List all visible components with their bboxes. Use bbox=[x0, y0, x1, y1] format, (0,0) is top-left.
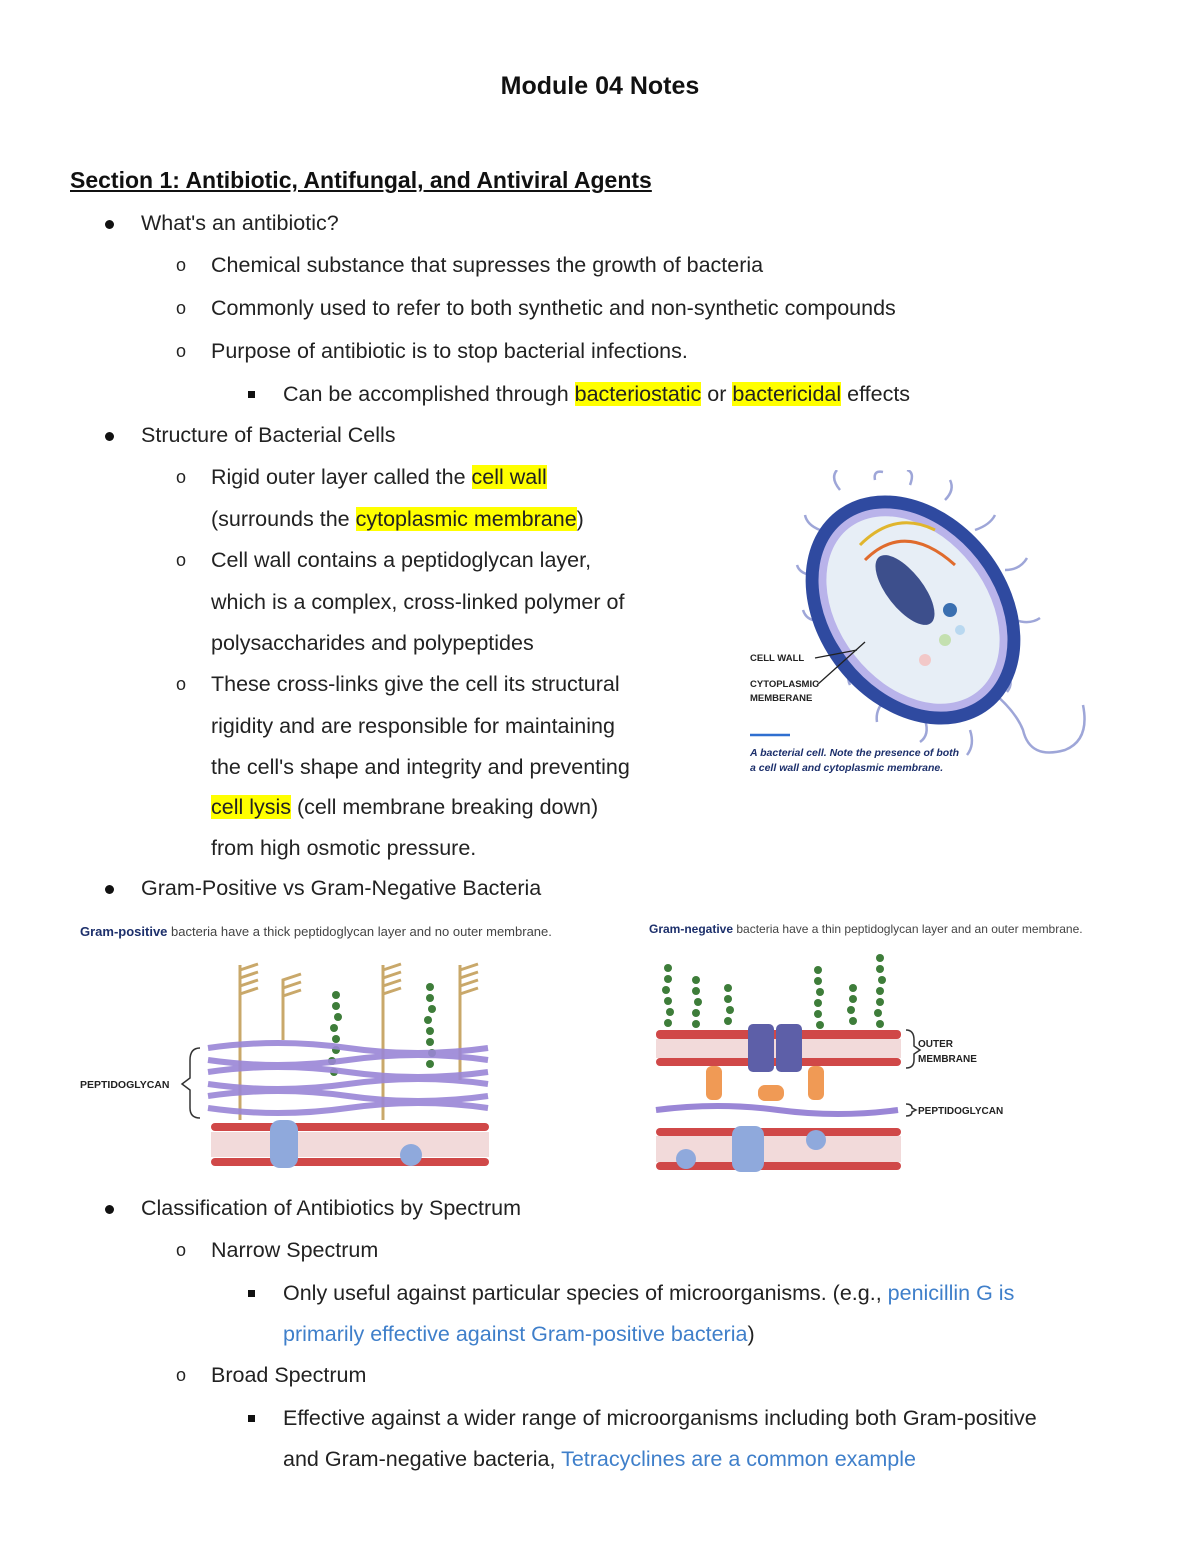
text-segment: ) bbox=[576, 507, 584, 531]
text-segment: and Gram-negative bacteria, bbox=[283, 1447, 562, 1471]
highlighted-term: cell wall bbox=[471, 465, 547, 489]
svg-text:Gram-positive bacteria have a: Gram-positive bacteria have a thick pept… bbox=[80, 924, 552, 939]
outer-membrane-label: MEMBRANE bbox=[918, 1054, 977, 1065]
figure-caption: bacteria have a thin peptidoglycan layer… bbox=[733, 922, 1083, 936]
sub-bullet-circle: o bbox=[176, 298, 187, 318]
list-item-continuation: the cell's shape and integrity and preve… bbox=[211, 755, 630, 779]
highlighted-term: cell lysis bbox=[211, 795, 292, 819]
square-bullet bbox=[248, 1415, 255, 1422]
sub-bullet-circle: o bbox=[176, 255, 187, 275]
list-item: Chemical substance that supresses the gr… bbox=[211, 253, 764, 277]
figure-caption: A bacterial cell. Note the presence of b… bbox=[749, 747, 959, 759]
figure-caption-bold: Gram-negative bbox=[649, 922, 733, 936]
list-item-continuation: primarily effective against Gram-positiv… bbox=[283, 1321, 755, 1347]
membrane-label: MEMBERANE bbox=[750, 693, 812, 704]
list-item: What's an antibiotic? bbox=[141, 211, 339, 235]
sub-bullet-circle: o bbox=[176, 1365, 187, 1385]
gram-positive-figure: Gram-positive bacteria have a thick pept… bbox=[80, 924, 552, 1168]
blue-text: primarily effective against Gram-positiv… bbox=[283, 1322, 748, 1346]
peptidoglycan-layer bbox=[207, 1040, 489, 1116]
list-item: These cross-links give the cell its stru… bbox=[211, 672, 620, 696]
sub-bullet-circle: o bbox=[176, 674, 187, 694]
text-segment: or bbox=[701, 382, 733, 406]
thin-peptidoglycan-layer bbox=[655, 1103, 899, 1117]
list-item: Rigid outer layer called the cell wall bbox=[211, 464, 547, 490]
text-segment: (cell membrane breaking down) bbox=[291, 795, 599, 819]
list-item: Purpose of antibiotic is to stop bacteri… bbox=[211, 339, 688, 363]
inner-membrane bbox=[656, 1128, 901, 1170]
lps-chain-icon bbox=[662, 954, 886, 1029]
highlighted-term: bactericidal bbox=[732, 382, 842, 406]
porin-icon bbox=[748, 1024, 774, 1072]
peptidoglycan-label: PEPTIDOGLYCAN bbox=[918, 1106, 1003, 1117]
cell-wall-label: CELL WALL bbox=[750, 653, 804, 664]
list-item: Narrow Spectrum bbox=[211, 1238, 379, 1262]
sub-bullet-circle: o bbox=[176, 1240, 187, 1260]
list-item: Gram-Positive vs Gram-Negative Bacteria bbox=[141, 876, 542, 900]
list-item-continuation: cell lysis (cell membrane breaking down) bbox=[211, 794, 598, 820]
list-item-continuation: from high osmotic pressure. bbox=[211, 836, 477, 860]
outer-membrane-label: OUTER bbox=[918, 1039, 954, 1050]
porin-icon bbox=[776, 1024, 802, 1072]
list-item-continuation: and Gram-negative bacteria, Tetracycline… bbox=[283, 1446, 916, 1472]
list-item: Classification of Antibiotics by Spectru… bbox=[141, 1196, 521, 1220]
teichoic-acid-icon bbox=[238, 962, 479, 1120]
sub-bullet-circle: o bbox=[176, 341, 187, 361]
list-item: Can be accomplished through bacteriostat… bbox=[283, 381, 910, 407]
bullet-dot bbox=[105, 220, 114, 229]
text-segment: effects bbox=[841, 382, 911, 406]
sub-bullet-circle: o bbox=[176, 550, 187, 570]
sub-bullet-circle: o bbox=[176, 467, 187, 487]
text-segment: Only useful against particular species o… bbox=[283, 1281, 888, 1305]
bullet-dot bbox=[105, 1205, 114, 1214]
membrane-protein-icon bbox=[732, 1126, 764, 1172]
page-title: Module 04 Notes bbox=[500, 72, 700, 100]
blue-text: penicillin G is bbox=[887, 1281, 1015, 1305]
text-segment: Can be accomplished through bbox=[283, 382, 575, 406]
square-bullet bbox=[248, 391, 255, 398]
list-item: Structure of Bacterial Cells bbox=[141, 423, 396, 447]
figure-caption: a cell wall and cytoplasmic membrane. bbox=[750, 762, 943, 774]
list-item-continuation: rigidity and are responsible for maintai… bbox=[211, 714, 615, 738]
list-item-continuation: (surrounds the cytoplasmic membrane) bbox=[211, 506, 584, 532]
svg-text:Gram-negative bacteria have a: Gram-negative bacteria have a thin pepti… bbox=[649, 922, 1083, 936]
membrane-protein-icon bbox=[270, 1120, 298, 1168]
list-item-continuation: which is a complex, cross-linked polymer… bbox=[211, 590, 625, 614]
peptidoglycan-label: PEPTIDOGLYCAN bbox=[80, 1079, 169, 1091]
list-item-continuation: polysaccharides and polypeptides bbox=[211, 631, 534, 655]
text-segment: ) bbox=[747, 1322, 755, 1346]
gram-negative-figure: Gram-negative bacteria have a thin pepti… bbox=[649, 922, 1083, 1172]
highlighted-term: bacteriostatic bbox=[574, 382, 702, 406]
blue-text: Tetracyclines are a common example bbox=[561, 1447, 916, 1471]
list-item: Cell wall contains a peptidoglycan layer… bbox=[211, 548, 592, 572]
lipoprotein-icon bbox=[706, 1066, 722, 1100]
text-segment: Rigid outer layer called the bbox=[211, 465, 472, 489]
text-segment: (surrounds the bbox=[211, 507, 356, 531]
list-item: Effective against a wider range of micro… bbox=[283, 1406, 1037, 1430]
bullet-dot bbox=[105, 432, 114, 441]
bullet-dot bbox=[105, 885, 114, 894]
highlighted-term: cytoplasmic membrane bbox=[355, 507, 577, 531]
figure-caption: bacteria have a thick peptidoglycan laye… bbox=[167, 924, 551, 939]
nucleoid-icon bbox=[875, 555, 935, 625]
list-item: Commonly used to refer to both synthetic… bbox=[211, 296, 896, 320]
figure-caption-bold: Gram-positive bbox=[80, 924, 167, 939]
list-item: Broad Spectrum bbox=[211, 1363, 367, 1387]
bacterial-cell-figure: CELL WALL CYTOPLASMIC MEMBERANE A bacter… bbox=[749, 470, 1086, 774]
membrane-label: CYTOPLASMIC bbox=[750, 679, 819, 690]
section-heading: Section 1: Antibiotic, Antifungal, and A… bbox=[70, 167, 652, 193]
list-item: Only useful against particular species o… bbox=[283, 1280, 1014, 1306]
square-bullet bbox=[248, 1290, 255, 1297]
